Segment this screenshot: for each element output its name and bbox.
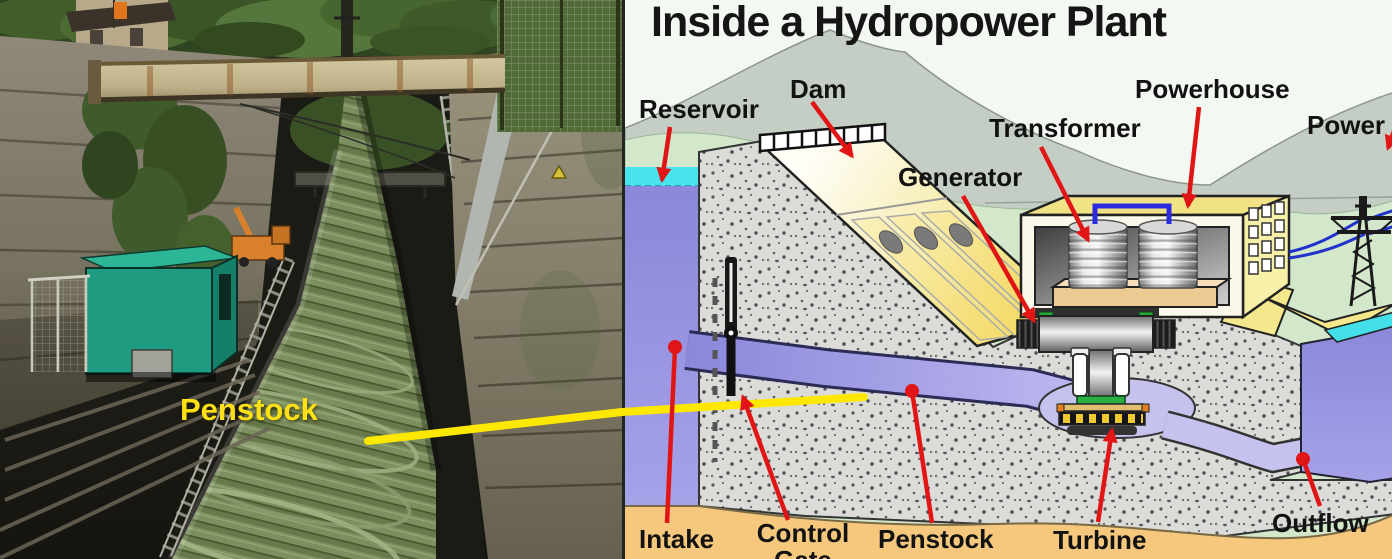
label-penstock: Penstock xyxy=(878,524,994,554)
label-intake: Intake xyxy=(639,524,715,554)
transformer-platform xyxy=(1052,286,1218,308)
transmission-tower xyxy=(1330,196,1392,307)
label-turbine: Turbine xyxy=(1053,525,1147,555)
label-outflow: Outflow xyxy=(1272,508,1369,538)
label-control-gate-line1: Control xyxy=(756,518,850,548)
photo-scene xyxy=(0,0,622,559)
diagram-title: Inside a Hydropower Plant xyxy=(651,0,1167,46)
tailwater-surface xyxy=(1323,311,1392,343)
control-gate xyxy=(712,257,738,462)
reservoir-water xyxy=(625,167,699,506)
hydropower-diagram-panel: Inside a Hydropower Plant Reservoir Dam … xyxy=(622,0,1392,559)
label-powerhouse: Powerhouse xyxy=(1135,74,1290,104)
turbine-shaft xyxy=(1070,347,1132,406)
windows xyxy=(1248,201,1285,275)
generator-assembly xyxy=(1016,308,1176,353)
cable xyxy=(254,107,456,179)
label-transformer: Transformer xyxy=(989,113,1141,143)
bridge-beam xyxy=(88,0,506,179)
handrail xyxy=(454,97,572,306)
wall-coping xyxy=(452,88,523,300)
tailwater xyxy=(1300,323,1392,484)
equipment-shed xyxy=(79,245,238,382)
label-control-gate-line2: Gate xyxy=(745,546,861,559)
label-control-gate: Control Gate xyxy=(745,520,861,559)
orange-flag xyxy=(114,2,127,19)
label-reservoir: Reservoir xyxy=(639,94,759,124)
label-dam: Dam xyxy=(790,74,847,104)
penstock-photo-panel: Penstock xyxy=(0,0,622,559)
powerhouse-building xyxy=(1019,194,1291,320)
ground xyxy=(625,505,1392,559)
label-generator: Generator xyxy=(898,162,1023,192)
photo-caption-penstock: Penstock xyxy=(180,392,318,427)
mesh-fence-left xyxy=(27,274,91,372)
cable xyxy=(239,103,471,161)
stairs xyxy=(0,358,271,559)
label-power-lines: Power Lines xyxy=(1307,110,1392,140)
orange-machine xyxy=(231,206,291,267)
warning-sign xyxy=(550,164,568,179)
shed-window xyxy=(219,274,231,320)
mesh-fence-top xyxy=(497,0,622,132)
transformer-wire xyxy=(1092,203,1172,224)
draft-tube xyxy=(1161,410,1318,474)
turbine xyxy=(1056,403,1150,435)
